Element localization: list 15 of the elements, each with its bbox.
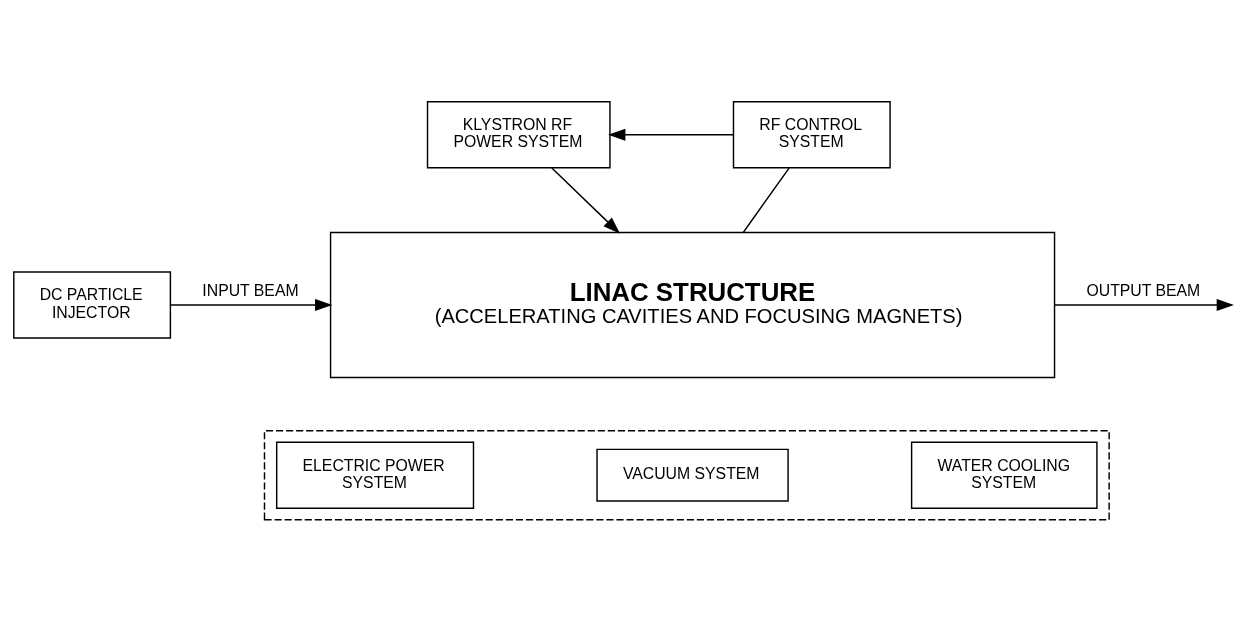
arrow <box>169 298 333 312</box>
node-box: ELECTRIC POWER SYSTEM <box>275 441 475 509</box>
node-box: VACUUM SYSTEM <box>596 448 789 502</box>
edge-label: OUTPUT BEAM <box>1086 282 1201 300</box>
arrow <box>608 128 735 141</box>
edge-label: INPUT BEAM <box>202 282 299 300</box>
node-box: KLYSTRON RF POWER SYSTEM <box>426 101 611 169</box>
node-box: WATER COOLING SYSTEM <box>910 441 1098 509</box>
connector <box>742 167 790 233</box>
arrow <box>1053 298 1234 312</box>
arrow <box>551 167 621 234</box>
node-box: DC PARTICLE INJECTOR <box>13 271 172 339</box>
node-box: RF CONTROL SYSTEM <box>732 101 891 169</box>
node-box: LINAC STRUCTURE (ACCELERATING CAVITIES AND FOCUSING MAGNETS) <box>329 231 1056 379</box>
cluster <box>263 429 1110 521</box>
